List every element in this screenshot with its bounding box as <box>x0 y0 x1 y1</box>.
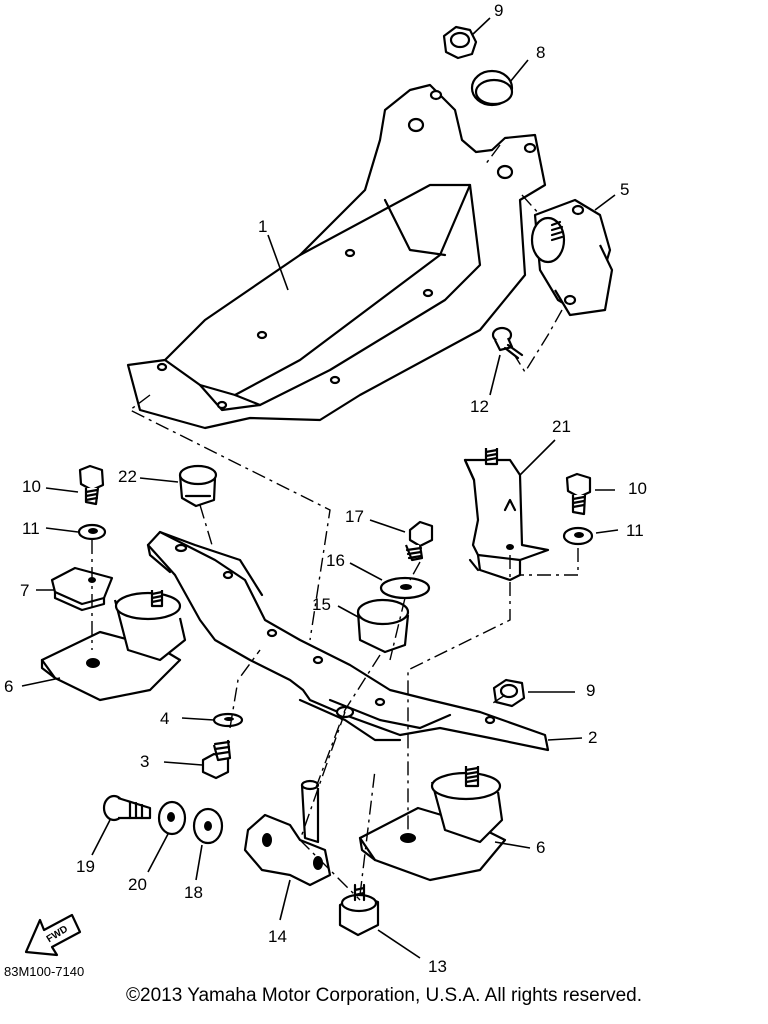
fwd-arrow-icon: FWD <box>24 913 82 957</box>
assembly-lines <box>91 144 579 901</box>
copyright-notice: ©2013 Yamaha Motor Corporation, U.S.A. A… <box>126 985 642 1006</box>
part-5-mount-bracket <box>530 198 614 317</box>
callout-8: 8 <box>536 43 545 62</box>
part-20-washer <box>157 800 187 836</box>
part-1-skid-plate <box>126 83 547 430</box>
callout-18: 18 <box>184 883 203 902</box>
callout-11: 11 <box>22 519 40 538</box>
part-4-washer <box>212 712 244 728</box>
callout-22: 22 <box>118 467 137 486</box>
callout-5: 5 <box>620 180 629 199</box>
callout-19: 19 <box>76 857 95 876</box>
part-15-rubber <box>356 598 410 654</box>
part-3-bolt <box>201 739 232 780</box>
part-22-spacer <box>178 464 218 508</box>
leader-lines <box>21 17 619 959</box>
callout-4: 4 <box>160 709 169 728</box>
part-18-washer <box>192 807 224 845</box>
part-6-mount-right <box>358 766 507 882</box>
callout-6: 6 <box>4 677 13 696</box>
callout-1: 1 <box>258 217 267 236</box>
part-13-nut <box>338 883 380 937</box>
part-7-plate <box>50 566 114 612</box>
callout-9: 9 <box>494 1 503 20</box>
callout-15: 15 <box>312 595 331 614</box>
callout-13: 13 <box>428 957 447 976</box>
part-2-crossmember <box>146 530 550 752</box>
callout-9: 9 <box>586 681 595 700</box>
callout-11: 11 <box>626 521 644 540</box>
part-9-nut-right <box>492 678 526 708</box>
part-10-bolt-left <box>78 464 105 506</box>
callouts: 9 8 5 1 12 21 22 10 10 11 11 17 16 7 15 … <box>4 1 647 976</box>
part-12-bolt <box>491 326 524 360</box>
callout-16: 16 <box>326 551 345 570</box>
part-10-bolt-right <box>565 472 592 516</box>
callout-20: 20 <box>128 875 147 894</box>
part-6-mount-left <box>40 590 187 702</box>
callout-14: 14 <box>268 927 287 946</box>
callout-10: 10 <box>22 477 41 496</box>
callout-3: 3 <box>140 752 149 771</box>
callout-10: 10 <box>628 479 647 498</box>
callout-17: 17 <box>345 507 364 526</box>
part-19-bolt <box>102 794 152 822</box>
callout-21: 21 <box>552 417 571 436</box>
callout-2: 2 <box>588 728 597 747</box>
callout-6: 6 <box>536 838 545 857</box>
reference-code: 83M100-7140 <box>4 964 84 979</box>
part-14-stud-bracket <box>243 779 332 887</box>
part-21-bracket <box>463 448 550 582</box>
part-16-washer <box>379 576 431 600</box>
part-9-nut-top <box>442 25 478 60</box>
part-8-washer-top <box>470 69 514 107</box>
part-17-bolt <box>404 520 434 562</box>
callout-12: 12 <box>470 397 489 416</box>
callout-7: 7 <box>20 581 29 600</box>
